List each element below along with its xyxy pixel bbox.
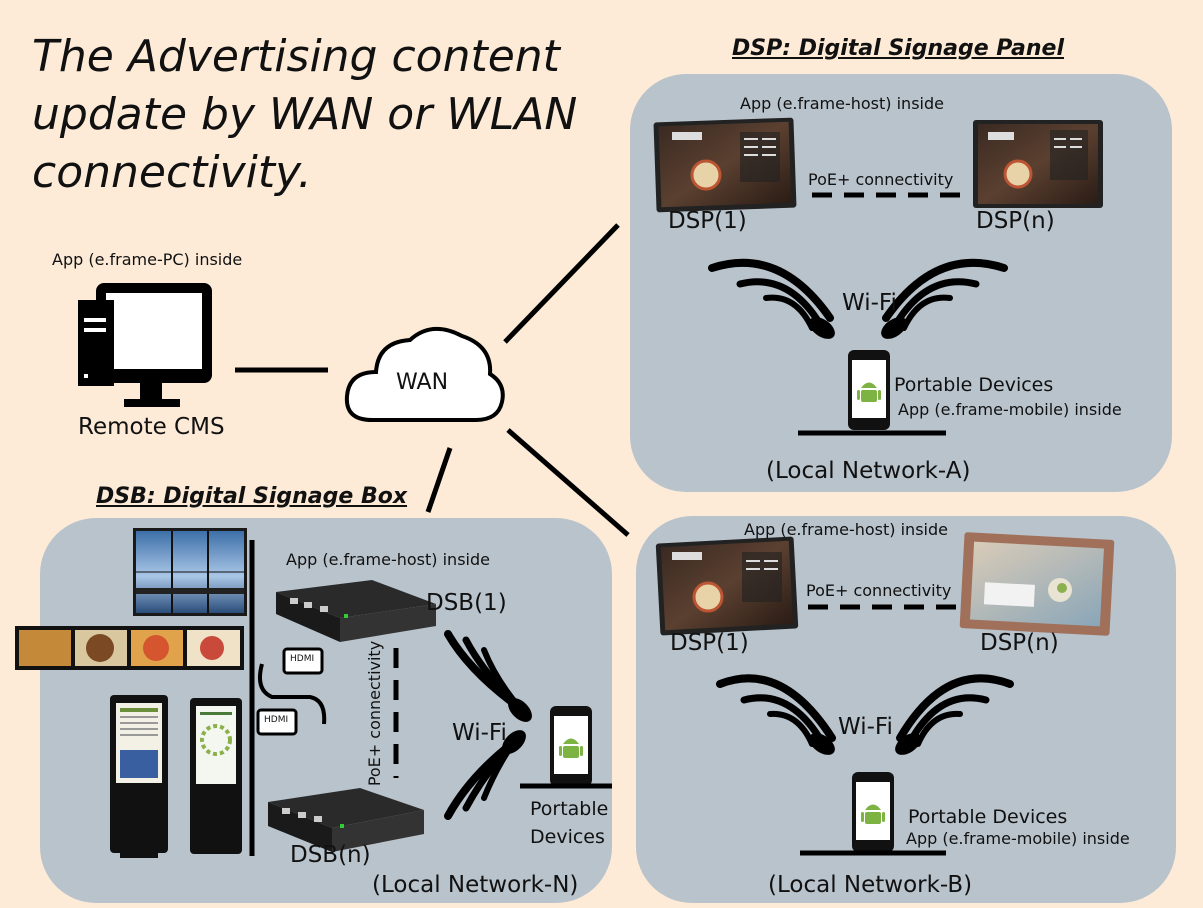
mobile-app-b-label: App (e.frame-mobile) inside [906, 829, 1130, 848]
portable-a-label: Portable Devices [894, 374, 1054, 396]
mobile-app-a-label: App (e.frame-mobile) inside [898, 400, 1122, 419]
dsb1-label: DSB(1) [426, 590, 507, 616]
poe-b-label: PoE+ connectivity [806, 581, 952, 600]
phone-n-icon [550, 706, 592, 786]
dsp-section-title: DSP: Digital Signage Panel [732, 36, 1064, 61]
hdmi-plug-label-1: HDMI [290, 654, 315, 664]
portable-n-label-line1: Portable [530, 798, 609, 820]
dsb1-box [276, 580, 436, 642]
dsp1-b-label: DSP(1) [670, 630, 749, 656]
poe-a-label: PoE+ connectivity [808, 170, 954, 189]
wifi-n-label: Wi-Fi [452, 720, 507, 746]
dsp1-a-label: DSP(1) [668, 208, 747, 234]
network-a-label: (Local Network-A) [766, 458, 971, 484]
network-b-label: (Local Network-B) [768, 872, 973, 898]
kiosk-2 [190, 698, 242, 854]
dspn-b-frame [959, 532, 1115, 636]
dsb-section-title: DSB: Digital Signage Box [96, 484, 408, 509]
hdmi-cable-icon [256, 647, 327, 736]
portable-b-label: Portable Devices [908, 806, 1068, 828]
wifi-arcs-a-left [708, 258, 835, 339]
page-title: The Advertising content update by WAN or… [32, 31, 578, 198]
dsp1-b-screen [655, 536, 799, 636]
dspn-a-label: DSP(n) [976, 208, 1055, 234]
wan-network-a-link [503, 223, 620, 344]
video-wall-screen [133, 528, 247, 616]
wifi-a-label: Wi-Fi [842, 290, 897, 316]
portable-n-label-line2: Devices [530, 826, 605, 848]
kiosk-1 [110, 695, 168, 858]
network-b-app-label: App (e.frame-host) inside [744, 520, 948, 539]
wifi-arcs-b-left [716, 674, 836, 755]
wifi-arcs-b-right [895, 674, 1014, 755]
phone-b-icon [852, 772, 894, 852]
dsbn-box [268, 788, 424, 852]
stretched-food-display [15, 626, 244, 670]
dspn-a-screen [973, 120, 1103, 208]
poe-n-label: PoE+ connectivity [365, 640, 385, 787]
wifi-arcs-n-top [444, 630, 532, 722]
network-n-app-label: App (e.frame-host) inside [286, 550, 490, 569]
wifi-arcs-a-right [881, 258, 1008, 339]
cms-app-label: App (e.frame-PC) inside [52, 250, 243, 269]
dsp1-a-screen [653, 117, 797, 213]
cloud-icon [344, 327, 505, 422]
network-n-label: (Local Network-N) [372, 872, 579, 898]
hdmi-plug-label-2: HDMI [264, 715, 289, 725]
wan-network-b-link [506, 428, 630, 537]
phone-a-icon [848, 350, 890, 430]
wifi-arcs-n-bottom [444, 730, 526, 820]
wan-network-n-link [425, 447, 453, 513]
wifi-b-label: Wi-Fi [838, 714, 893, 740]
network-a-app-label: App (e.frame-host) inside [740, 94, 944, 113]
dspn-b-label: DSP(n) [980, 630, 1059, 656]
dsbn-label: DSB(n) [290, 842, 371, 868]
computer-icon [78, 283, 212, 407]
remote-cms-label: Remote CMS [78, 414, 225, 440]
wan-label: WAN [396, 370, 449, 395]
